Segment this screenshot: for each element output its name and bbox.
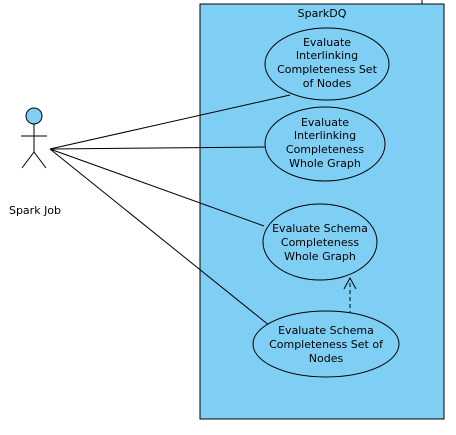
use-case-line: Evaluate Schema	[272, 222, 368, 235]
use-case-evaluate-interlinking-completeness-set-of-nodes[interactable]: Evaluate Interlinking Completeness Set o…	[264, 27, 390, 101]
use-case-evaluate-schema-completeness-set-of-nodes[interactable]: Evaluate Schema Completeness Set of Node…	[252, 310, 400, 378]
use-case-ellipse[interactable]	[264, 106, 386, 182]
use-case-ellipse[interactable]	[262, 203, 378, 281]
association-uc4	[49, 148, 271, 327]
use-case-line: Interlinking	[296, 49, 358, 62]
actor-right-leg	[33, 151, 47, 169]
association-uc3	[49, 148, 265, 227]
use-case-line: Evaluate Schema	[278, 324, 374, 337]
actor-spark-job[interactable]: Spark Job	[9, 107, 61, 217]
dependency-uc4-to-uc3	[343, 276, 357, 315]
use-case-line: Interlinking	[294, 129, 356, 142]
association-uc1	[49, 94, 291, 150]
associations	[49, 94, 291, 327]
use-case-line: Completeness Set	[277, 63, 377, 76]
use-case-evaluate-interlinking-completeness-whole-graph[interactable]: Evaluate Interlinking Completeness Whole…	[264, 106, 386, 182]
use-case-line: Completeness	[286, 143, 364, 156]
use-case-evaluate-schema-completeness-whole-graph[interactable]: Evaluate Schema Completeness Whole Graph	[262, 203, 378, 281]
use-case-line: of Nodes	[303, 77, 352, 90]
association-uc2	[49, 146, 266, 150]
use-case-line: Evaluate	[303, 36, 351, 49]
dependency-arrowhead	[343, 276, 357, 290]
system-title: SparkDQ	[298, 7, 347, 20]
use-case-ellipse[interactable]	[264, 27, 390, 101]
actor-left-leg	[21, 151, 35, 169]
use-case-line: Completeness Set of	[269, 338, 384, 351]
use-case-line: Nodes	[309, 352, 344, 365]
actor-head-icon	[25, 107, 43, 125]
use-case-ellipse[interactable]	[252, 310, 400, 378]
use-case-line: Whole Graph	[289, 157, 361, 170]
actor-label: Spark Job	[9, 204, 61, 217]
use-case-line: Whole Graph	[284, 250, 356, 263]
use-case-line: Completeness	[281, 236, 359, 249]
use-case-line: Evaluate	[301, 116, 349, 129]
